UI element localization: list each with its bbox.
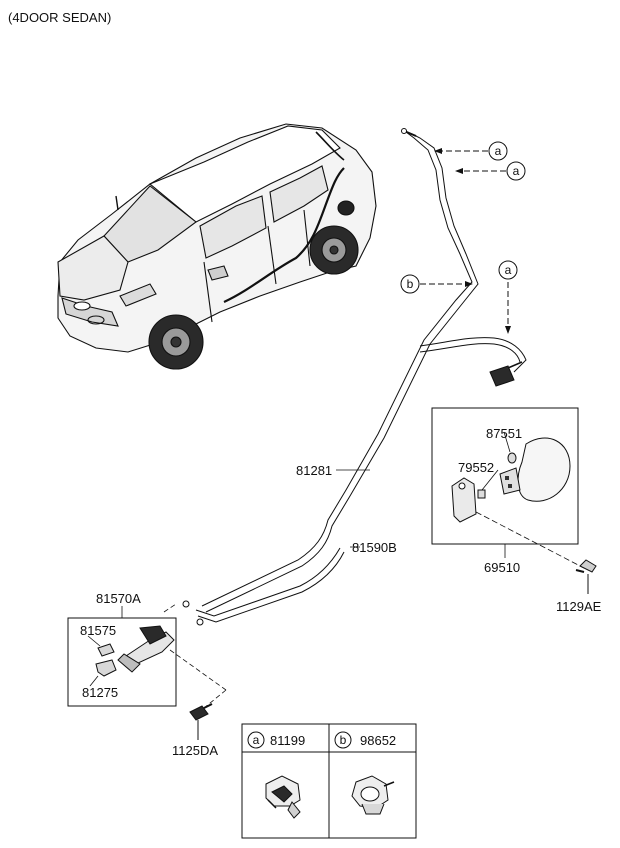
callout-b: b	[400, 274, 420, 294]
callout-a-second: a	[506, 161, 526, 181]
clip-81199-drawing	[265, 775, 301, 819]
diagram-title: (4DOOR SEDAN)	[8, 10, 111, 25]
part-label-81570A: 81570A	[96, 591, 141, 606]
sedan-illustration	[57, 123, 377, 370]
legend-b-part: 98652	[360, 733, 396, 748]
callout-a-top: a	[488, 141, 508, 161]
callout-a-vertical-letter: a	[505, 263, 512, 277]
callout-a-top-letter: a	[495, 144, 502, 158]
part-label-81275: 81275	[82, 685, 118, 700]
part-label-81575: 81575	[80, 623, 116, 638]
release-lever-assembly	[67, 600, 227, 709]
part-label-79552: 79552	[458, 460, 494, 475]
callout-b-letter: b	[407, 277, 414, 291]
part-label-81281: 81281	[296, 463, 332, 478]
screw-1129AE	[575, 559, 597, 594]
legend-b-letter: b	[340, 733, 347, 747]
fuel-door-release-cable	[195, 128, 527, 623]
legend-table: a 81199 b 98652	[241, 723, 417, 839]
callout-a-second-letter: a	[513, 164, 520, 178]
legend-a-letter: a	[253, 733, 260, 747]
callout-arrows	[420, 148, 511, 334]
part-label-1129AE: 1129AE	[556, 599, 602, 614]
callout-a-vertical: a	[498, 260, 518, 280]
label-leaders	[336, 469, 370, 548]
part-label-87551: 87551	[486, 426, 522, 441]
fuel-filler-door-assembly	[431, 407, 585, 569]
clip-98652-drawing	[351, 775, 395, 815]
part-label-69510: 69510	[484, 560, 520, 575]
part-label-1125DA: 1125DA	[172, 743, 218, 758]
legend-a-part: 81199	[270, 733, 305, 748]
part-label-81590B: 81590B	[352, 540, 397, 555]
screw-1125DA	[189, 703, 213, 740]
